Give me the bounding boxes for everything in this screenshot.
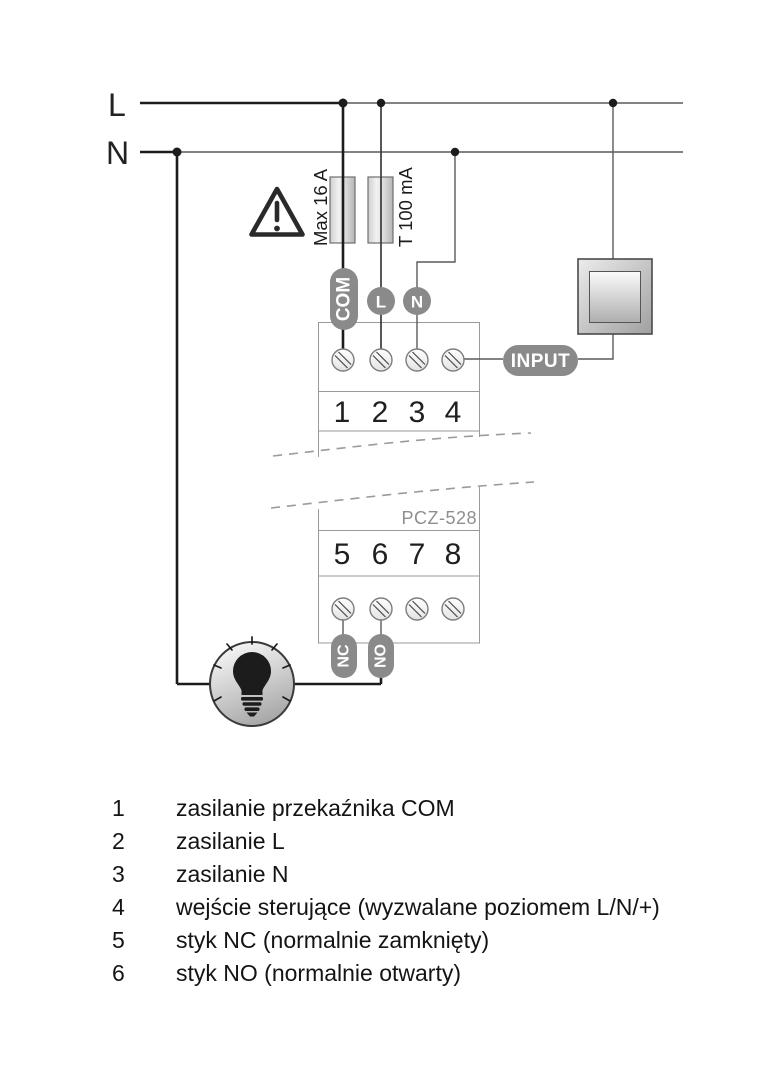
no-badge: NO: [368, 634, 394, 678]
input-badge: INPUT: [503, 345, 578, 376]
legend-number: 4: [112, 894, 125, 920]
legend-text: zasilanie L: [176, 828, 285, 854]
light-bulb-icon: [209, 636, 295, 727]
svg-text:NO: NO: [373, 644, 390, 668]
device-model-label: PCZ-528: [401, 508, 477, 528]
svg-text:2: 2: [372, 396, 389, 429]
legend-text: zasilanie N: [176, 861, 289, 887]
legend-text: styk NO (normalnie otwarty): [176, 960, 462, 986]
terminal-screw-icon: [331, 348, 355, 372]
l-badge: L: [367, 287, 395, 315]
svg-text:7: 7: [409, 538, 426, 571]
neutral-label: N: [106, 135, 129, 171]
legend-row: 1 zasilanie przekaźnika COM: [112, 792, 784, 825]
n-badge: N: [403, 287, 431, 315]
com-badge: COM: [330, 268, 358, 330]
svg-text:L: L: [376, 293, 386, 312]
terminal-screw-icon: [331, 597, 355, 621]
svg-text:5: 5: [334, 538, 351, 571]
svg-text:4: 4: [445, 396, 462, 429]
legend-row: 4 wejście sterujące (wyzwalane poziomem …: [112, 891, 784, 924]
terminal-screw-icon: [441, 348, 465, 372]
terminal-screw-icon: [405, 348, 429, 372]
terminal-numbers-top: 1 2 3 4: [334, 396, 462, 429]
line-label: L: [108, 87, 126, 123]
svg-text:COM: COM: [334, 277, 355, 321]
nc-badge: NC: [331, 634, 357, 678]
legend-number: 5: [112, 927, 125, 953]
legend-row: 2 zasilanie L: [112, 825, 784, 858]
svg-text:NC: NC: [336, 644, 353, 668]
legend-number: 1: [112, 795, 125, 821]
terminal-screw-icon: [369, 597, 393, 621]
fuse-control-label: T 100 mA: [395, 166, 416, 247]
legend-number: 3: [112, 861, 125, 887]
legend-number: 6: [112, 960, 125, 986]
svg-text:INPUT: INPUT: [511, 351, 571, 372]
legend-row: 5 styk NC (normalnie zamknięty): [112, 924, 784, 957]
body-break-marks: [270, 432, 535, 509]
svg-text:6: 6: [372, 538, 389, 571]
wiring-diagram: Max 16 A T 100 mA COM L N INPUT NC NO: [106, 87, 683, 727]
terminal-screw-icon: [441, 597, 465, 621]
legend-row: 6 styk NO (normalnie otwarty): [112, 957, 784, 990]
terminal-legend: 1 zasilanie przekaźnika COM 2 zasilanie …: [0, 792, 784, 990]
legend-text: styk NC (normalnie zamknięty): [176, 927, 490, 953]
legend-text: zasilanie przekaźnika COM: [176, 795, 455, 821]
svg-text:3: 3: [409, 396, 426, 429]
svg-text:8: 8: [445, 538, 462, 571]
legend-text: wejście sterujące (wyzwalane poziomem L/…: [176, 894, 660, 920]
fuse-main-label: Max 16 A: [310, 168, 331, 246]
warning-icon: [249, 186, 305, 237]
svg-text:N: N: [411, 293, 423, 312]
junction-dots: [172, 98, 618, 157]
wall-switch-icon: [577, 258, 653, 335]
legend-number: 2: [112, 828, 125, 854]
svg-text:1: 1: [334, 396, 351, 429]
terminal-screw-icon: [369, 348, 393, 372]
terminal-numbers-bottom: 5 6 7 8: [334, 538, 462, 571]
legend-row: 3 zasilanie N: [112, 858, 784, 891]
terminal-screw-icon: [405, 597, 429, 621]
